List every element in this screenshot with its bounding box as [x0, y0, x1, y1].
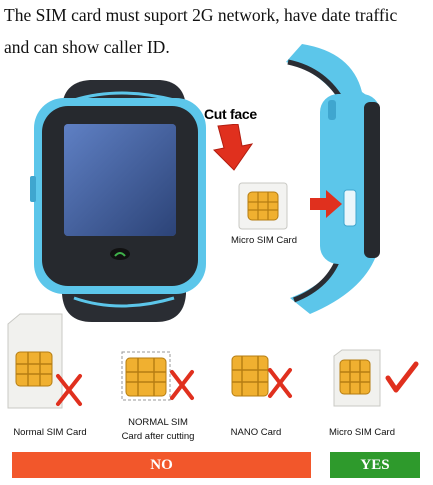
cross-mark-icon [56, 374, 82, 406]
yes-bar: YES [330, 452, 420, 478]
micro-sim-card-image [238, 182, 288, 230]
cut-face-label: Cut face [204, 106, 257, 122]
cross-mark-icon [170, 370, 194, 400]
cut-normal-sim-image [121, 351, 194, 401]
sim-label-normal-cut-2: Card after cutting [121, 431, 195, 442]
nano-sim-card-image [231, 355, 292, 398]
micro-sim-card-bottom-image [333, 349, 419, 407]
sim-label-normal-cut-1: NORMAL SIM [128, 417, 188, 428]
yes-label: YES [360, 456, 390, 473]
sim-label-nano: NANO Card [230, 427, 282, 438]
sim-label-micro: Micro SIM Card [329, 427, 395, 438]
normal-sim-card-image [7, 313, 82, 409]
no-label: NO [150, 456, 173, 473]
red-down-arrow-icon [212, 124, 254, 171]
headline-line-1: The SIM card must suport 2G network, hav… [4, 5, 398, 25]
sim-label-normal: Normal SIM Card [13, 427, 87, 438]
smartwatch-front-image [30, 80, 206, 322]
smartwatch-side-image [286, 44, 380, 314]
micro-sim-caption: Micro SIM Card [231, 235, 297, 246]
no-bar: NO [12, 452, 311, 478]
cross-mark-icon [268, 368, 292, 398]
check-mark-icon [385, 361, 419, 393]
headline-line-2: and can show caller ID. [4, 37, 170, 57]
